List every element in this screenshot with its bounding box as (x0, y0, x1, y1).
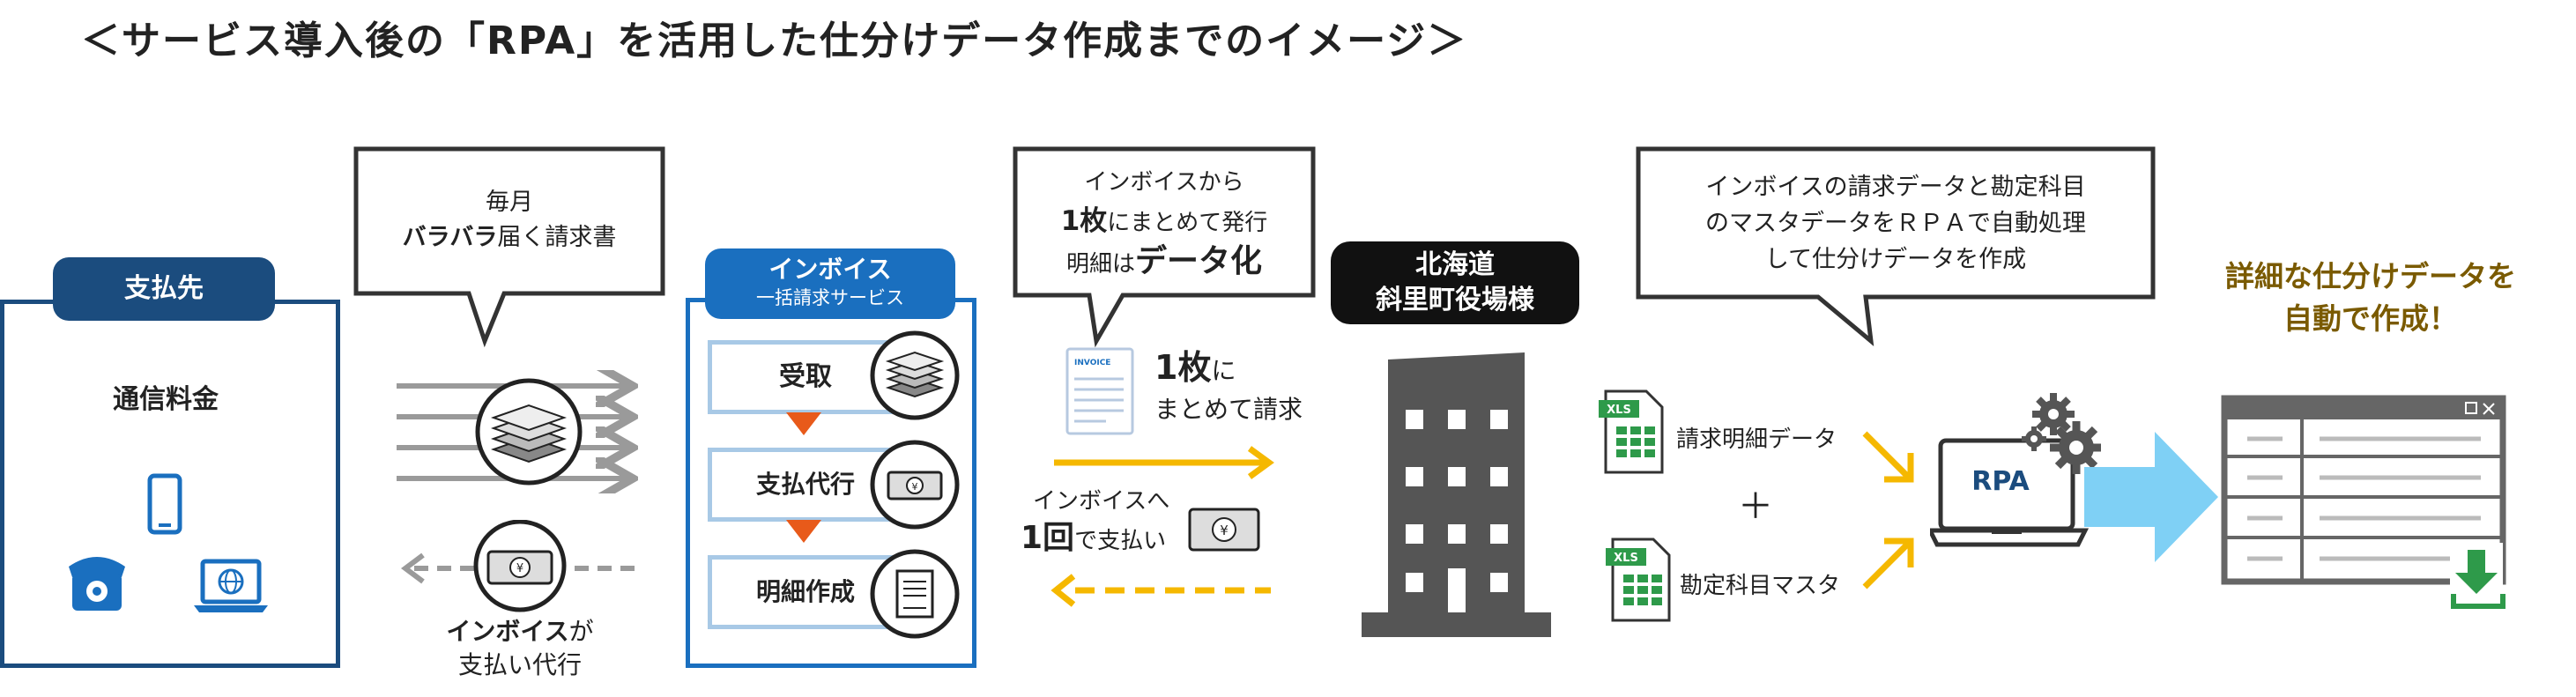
xls-badge-1: XLS (1607, 404, 1631, 417)
one-sheet-label: 1枚に まとめて請求 (1154, 348, 1303, 424)
mobile-phone-icon (147, 473, 182, 535)
service-header: インボイス 一括請求サービス (705, 248, 955, 319)
payment-return-arrow: ¥ (401, 520, 639, 612)
payment-dashed-arrow (1050, 574, 1271, 607)
money-icon: ¥ (1188, 508, 1260, 552)
single-payment-label: インボイスへ 1回で支払い (1021, 488, 1170, 556)
xls-file-icon: XLS (1606, 538, 1671, 622)
output-arrow (2084, 432, 2218, 562)
page-title: ＜サービス導入後の「RPA」を活用した仕分けデータ作成までのイメージ＞ (81, 19, 1468, 63)
bubble-2-line3: 明細はデータ化 (1065, 243, 1263, 279)
money-icon: ¥ (473, 520, 567, 612)
building-icon (1362, 352, 1551, 637)
svg-text:¥: ¥ (516, 562, 523, 575)
payee-header: 支払先 (53, 257, 275, 321)
service-header-sub: 一括請求サービス (756, 287, 904, 308)
invoice-send-arrow (1054, 446, 1274, 479)
service-step-icons: ¥ (786, 330, 960, 639)
speech-bubble-2 (1013, 146, 1316, 348)
telephone-icon (69, 557, 125, 611)
xls-badge-2: XLS (1614, 552, 1638, 565)
xls-file-icon: XLS (1599, 389, 1664, 474)
svg-text:¥: ¥ (912, 481, 918, 493)
window-maximize-icon (2465, 402, 2477, 414)
window-close-icon (2483, 403, 2495, 415)
result-label: 詳細な仕分けデータを 自動で作成！ (2225, 259, 2516, 336)
payee-label: 通信料金 (113, 384, 219, 415)
bubble-1-line2: バラバラ届く請求書 (402, 224, 617, 251)
service-step-1-label: 受取 (779, 361, 832, 392)
file-2-label: 勘定科目マスタ (1680, 573, 1841, 599)
service-header-title: インボイス (768, 255, 892, 284)
town-label: 北海道 斜里町役場様 (1331, 241, 1579, 324)
invoice-document-logo: INVOICE (1074, 359, 1110, 367)
money-icon: ¥ (870, 440, 960, 530)
bubble-2-line1: インボイスから (1084, 169, 1244, 196)
merge-arrows (1862, 431, 1914, 589)
statement-document-icon (870, 549, 960, 639)
download-icon (2450, 543, 2505, 610)
file-1-label: 請求明細データ (1676, 426, 1837, 453)
result-data-window (2221, 395, 2506, 610)
bubble-1-text: 毎月 バラバラ届く請求書 (356, 185, 663, 256)
rpa-label: RPA (1971, 466, 2030, 497)
plus-sign: ＋ (1738, 486, 1773, 527)
speech-bubble-3 (1636, 146, 2156, 346)
speech-bubble-1 (353, 146, 665, 348)
service-step-2-label: 支払代行 (755, 470, 855, 499)
rpa-laptop-icon: RPA (1930, 393, 2101, 547)
step-arrow-down-icon (786, 412, 821, 543)
svg-text:¥: ¥ (1220, 523, 1229, 538)
service-step-3-label: 明細作成 (755, 577, 855, 606)
bubble-1-line1: 毎月 (486, 189, 533, 216)
gear-icon (2022, 393, 2101, 474)
paper-stack-icon (475, 378, 583, 486)
payee-icons (69, 473, 268, 612)
bubble-2-text: インボイスから 1枚にまとめて発行 明細はデータ化 (1015, 163, 1313, 284)
invoice-document-icon: INVOICE (1065, 347, 1134, 435)
paper-stack-icon (870, 330, 960, 420)
bubble-2-line2: 1枚にまとめて発行 (1060, 205, 1268, 237)
bubble-3-text: インボイスの請求データと勘定科目 のマスタデータをＲＰＡで自動処理 して仕分けデ… (1705, 174, 2086, 273)
laptop-globe-icon (194, 559, 268, 612)
invoice-pays-label: インボイスが 支払い代行 (446, 617, 594, 679)
scattered-invoices-arrows (397, 370, 643, 493)
